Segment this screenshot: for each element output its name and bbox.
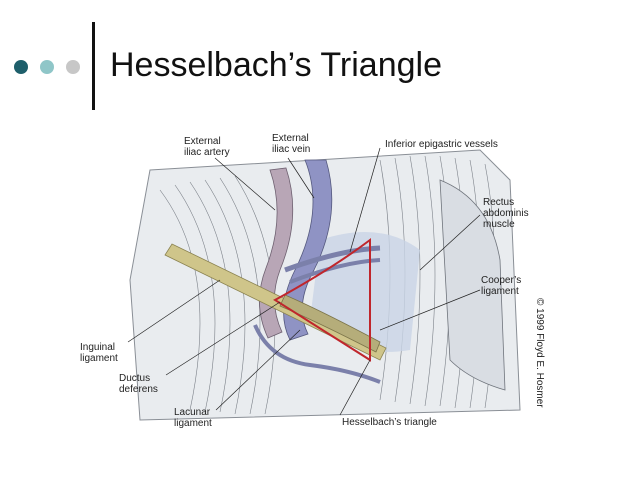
copyright-notice: © 1999 Floyd E. Hosmer [534, 298, 545, 408]
label-rectus-abdominis-muscle: Rectus abdominis muscle [483, 197, 529, 230]
hesselbachs-triangle-outline [273, 238, 371, 362]
label-ductus-deferens: Ductus deferens [119, 373, 158, 395]
slide-title: Hesselbach’s Triangle [110, 46, 442, 84]
anatomy-illustration: External iliac artery External iliac vei… [80, 120, 540, 440]
label-hesselbachs-triangle: Hesselbach’s triangle [342, 417, 437, 428]
external-iliac-vein [283, 159, 333, 341]
label-inferior-epigastric-vessels: Inferior epigastric vessels [385, 139, 498, 150]
label-lacunar-ligament: Lacunar ligament [174, 407, 212, 429]
leader-lines [127, 147, 481, 416]
inguinal-ligament-band [164, 243, 387, 361]
bullet-dot-2 [40, 60, 54, 74]
label-inguinal-ligament: Inguinal ligament [80, 342, 118, 364]
title-divider [92, 22, 95, 110]
label-coopers-ligament: Cooper’s ligament [481, 275, 522, 297]
anatomy-drawing [127, 147, 521, 421]
bullet-dot-3 [66, 60, 80, 74]
label-external-iliac-artery: External iliac artery [184, 136, 230, 158]
label-external-iliac-vein: External iliac vein [272, 133, 311, 155]
bullet-dot-1 [14, 60, 28, 74]
inferior-epigastric-vessels [284, 245, 381, 273]
rectus-abdominis [439, 179, 506, 391]
